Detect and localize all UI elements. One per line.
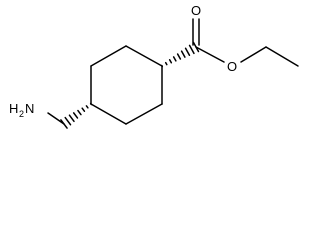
- c-o-single-bond: [195, 46, 225, 63]
- hash-line: [164, 61, 168, 66]
- ester-group: [192, 18, 299, 67]
- amine-h-label: H: [9, 101, 18, 116]
- ring-bond: [125, 103, 163, 125]
- hash-line: [72, 112, 79, 119]
- hash-line: [168, 58, 173, 64]
- aminomethyl-group: [47, 112, 65, 125]
- hashed-wedge-bond-carbonyl: [160, 41, 200, 68]
- hash-line: [64, 116, 72, 126]
- chemical-structure: O O H 2 N: [9, 3, 299, 129]
- ring-bond: [90, 45, 127, 67]
- hash-line: [81, 107, 86, 112]
- hashed-wedge-bond-aminomethyl: [60, 102, 93, 129]
- carbonyl-oxygen-label: O: [191, 3, 201, 18]
- hash-line: [188, 44, 195, 55]
- amine-h-count-label: 2: [19, 109, 24, 119]
- ch2-ch3-bond: [265, 46, 299, 67]
- hash-line: [176, 53, 182, 60]
- hash-line: [184, 47, 191, 56]
- amine-n-label: N: [25, 101, 34, 116]
- o-ch2-bond: [240, 46, 267, 63]
- ring-bond: [90, 103, 127, 125]
- cyclohexane-ring: [90, 45, 163, 125]
- ester-oxygen-label: O: [227, 59, 237, 74]
- hash-line: [85, 105, 89, 109]
- hash-line: [172, 56, 177, 62]
- hash-line: [77, 109, 82, 116]
- hash-line: [160, 64, 164, 68]
- hash-line: [89, 102, 93, 106]
- ch2-n-bond: [47, 112, 65, 125]
- ring-bond: [125, 45, 163, 67]
- hash-line: [68, 114, 75, 123]
- hash-line: [180, 50, 186, 58]
